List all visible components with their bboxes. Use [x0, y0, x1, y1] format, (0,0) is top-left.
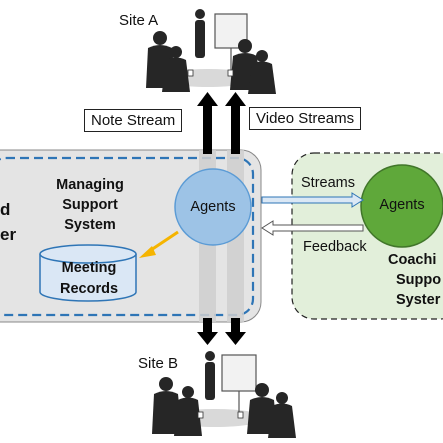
meeting-scene-site-b — [152, 351, 296, 438]
meeting-records-label: Meeting Records — [44, 258, 134, 300]
site-b-label: Site B — [138, 355, 179, 372]
managing-panel-border — [0, 156, 255, 317]
left-edge-fragment-1: d — [0, 200, 11, 219]
agents-circle-right — [360, 164, 443, 248]
agents-circle-left — [174, 168, 252, 246]
coaching-title-line-2: Suppo — [396, 272, 442, 288]
managing-title-line-2: Support — [62, 197, 118, 213]
up-arrows — [197, 92, 246, 154]
managing-title-line-3: System — [64, 217, 116, 233]
agents-label-left: Agents — [190, 199, 236, 215]
feedback-label: Feedback — [303, 239, 367, 255]
coaching-title-line-3: Syster — [396, 292, 441, 308]
agents-label-right: Agents — [379, 197, 425, 213]
meeting-records-line-1: Meeting — [61, 260, 117, 276]
left-edge-fragment-2: er — [0, 225, 17, 244]
video-streams-label: Video Streams — [249, 107, 362, 130]
coaching-title-line-1: Coachi — [388, 252, 437, 268]
note-stream-label: Note Stream — [84, 109, 183, 132]
feedback-arrow — [261, 220, 364, 236]
site-a-label: Site A — [119, 12, 159, 29]
meeting-records-line-2: Records — [59, 281, 119, 297]
streams-label: Streams — [301, 175, 355, 191]
meeting-records-db — [39, 244, 137, 302]
managing-title-line-1: Managing — [56, 177, 124, 193]
streams-arrow — [261, 192, 364, 208]
coaching-support-system-title: Coachi Suppo Syster — [388, 250, 443, 310]
managing-support-system-title: Managing Support System — [40, 175, 140, 235]
meeting-scene-site-a — [146, 9, 276, 94]
orange-arrow — [139, 230, 179, 258]
down-arrows — [197, 318, 246, 345]
